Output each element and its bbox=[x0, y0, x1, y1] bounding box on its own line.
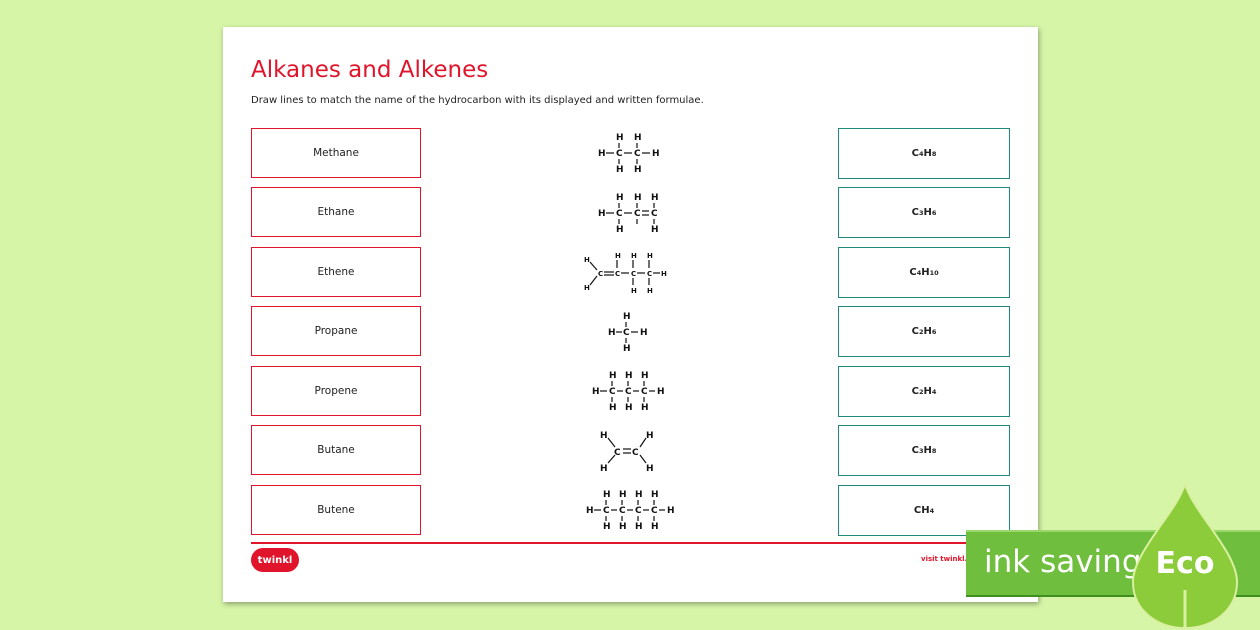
svg-text:H: H bbox=[616, 133, 624, 143]
svg-text:H: H bbox=[598, 209, 606, 219]
svg-text:H: H bbox=[634, 193, 642, 203]
svg-text:H: H bbox=[641, 403, 649, 413]
instructions: Draw lines to match the name of the hydr… bbox=[251, 95, 704, 106]
svg-text:H: H bbox=[634, 133, 642, 143]
svg-text:C: C bbox=[625, 387, 632, 397]
svg-text:C: C bbox=[635, 506, 642, 516]
svg-text:H: H bbox=[600, 431, 608, 441]
svg-text:C: C bbox=[598, 270, 603, 278]
svg-text:H: H bbox=[600, 464, 608, 474]
name-box-butane[interactable]: Butane bbox=[251, 425, 421, 475]
svg-text:C: C bbox=[616, 149, 623, 159]
svg-text:H: H bbox=[623, 312, 631, 322]
svg-text:H: H bbox=[646, 431, 654, 441]
name-box-propane[interactable]: Propane bbox=[251, 306, 421, 356]
svg-text:H: H bbox=[619, 490, 627, 500]
ink-saving-label: ink saving bbox=[984, 544, 1142, 580]
svg-text:H: H bbox=[651, 193, 659, 203]
structure-methane[interactable]: H H C H H bbox=[578, 308, 688, 358]
svg-text:H: H bbox=[651, 490, 659, 500]
svg-text:H: H bbox=[623, 344, 631, 354]
svg-text:H: H bbox=[619, 522, 627, 532]
svg-text:H: H bbox=[616, 165, 624, 175]
svg-text:C: C bbox=[619, 506, 626, 516]
svg-text:H: H bbox=[592, 387, 600, 397]
svg-text:H: H bbox=[635, 490, 643, 500]
svg-text:C: C bbox=[616, 209, 623, 219]
name-box-ethene[interactable]: Ethene bbox=[251, 247, 421, 297]
svg-text:C: C bbox=[614, 448, 621, 458]
svg-text:C: C bbox=[631, 270, 636, 278]
svg-text:C: C bbox=[651, 209, 658, 219]
svg-text:H: H bbox=[661, 270, 667, 278]
svg-text:C: C bbox=[615, 270, 620, 278]
svg-text:H: H bbox=[651, 522, 659, 532]
eco-leaf-icon: Eco bbox=[1131, 482, 1239, 630]
svg-text:H: H bbox=[631, 252, 637, 260]
footer-divider bbox=[251, 542, 1011, 544]
svg-text:H: H bbox=[608, 328, 616, 338]
svg-text:C: C bbox=[647, 270, 652, 278]
page-title: Alkanes and Alkenes bbox=[251, 57, 489, 83]
svg-text:H: H bbox=[635, 522, 643, 532]
svg-text:C: C bbox=[651, 506, 658, 516]
structure-butene[interactable]: H H C C C C H H H H H H bbox=[578, 248, 688, 298]
svg-text:H: H bbox=[641, 371, 649, 381]
svg-text:H: H bbox=[657, 387, 665, 397]
svg-text:H: H bbox=[598, 149, 606, 159]
svg-text:H: H bbox=[640, 328, 648, 338]
worksheet: Alkanes and Alkenes Draw lines to match … bbox=[223, 27, 1038, 602]
svg-text:H: H bbox=[647, 252, 653, 260]
twinkl-logo: twinkl bbox=[251, 548, 299, 572]
name-box-propene[interactable]: Propene bbox=[251, 366, 421, 416]
structure-ethene[interactable]: H H H H C C bbox=[578, 426, 688, 476]
svg-text:H: H bbox=[634, 165, 642, 175]
svg-text:H: H bbox=[584, 256, 590, 264]
svg-text:H: H bbox=[646, 464, 654, 474]
svg-text:H: H bbox=[586, 506, 594, 516]
svg-text:C: C bbox=[634, 209, 641, 219]
svg-text:H: H bbox=[584, 284, 590, 292]
name-box-butene[interactable]: Butene bbox=[251, 485, 421, 535]
svg-text:H: H bbox=[603, 522, 611, 532]
svg-text:H: H bbox=[651, 225, 659, 235]
svg-text:H: H bbox=[616, 193, 624, 203]
name-box-methane[interactable]: Methane bbox=[251, 128, 421, 178]
svg-text:H: H bbox=[631, 287, 637, 295]
svg-text:H: H bbox=[603, 490, 611, 500]
svg-text:C: C bbox=[623, 328, 630, 338]
svg-text:H: H bbox=[625, 403, 633, 413]
svg-text:H: H bbox=[647, 287, 653, 295]
svg-text:C: C bbox=[634, 149, 641, 159]
svg-text:C: C bbox=[603, 506, 610, 516]
svg-text:C: C bbox=[632, 448, 639, 458]
eco-label: Eco bbox=[1156, 546, 1215, 581]
svg-text:H: H bbox=[652, 149, 660, 159]
visit-link[interactable]: visit twinkl.co bbox=[921, 555, 977, 563]
svg-text:C: C bbox=[609, 387, 616, 397]
svg-text:C: C bbox=[641, 387, 648, 397]
svg-text:H: H bbox=[667, 506, 675, 516]
name-box-ethane[interactable]: Ethane bbox=[251, 187, 421, 237]
svg-text:H: H bbox=[609, 371, 617, 381]
svg-text:H: H bbox=[609, 403, 617, 413]
svg-text:H: H bbox=[625, 371, 633, 381]
svg-text:H: H bbox=[615, 252, 621, 260]
svg-text:H: H bbox=[616, 225, 624, 235]
